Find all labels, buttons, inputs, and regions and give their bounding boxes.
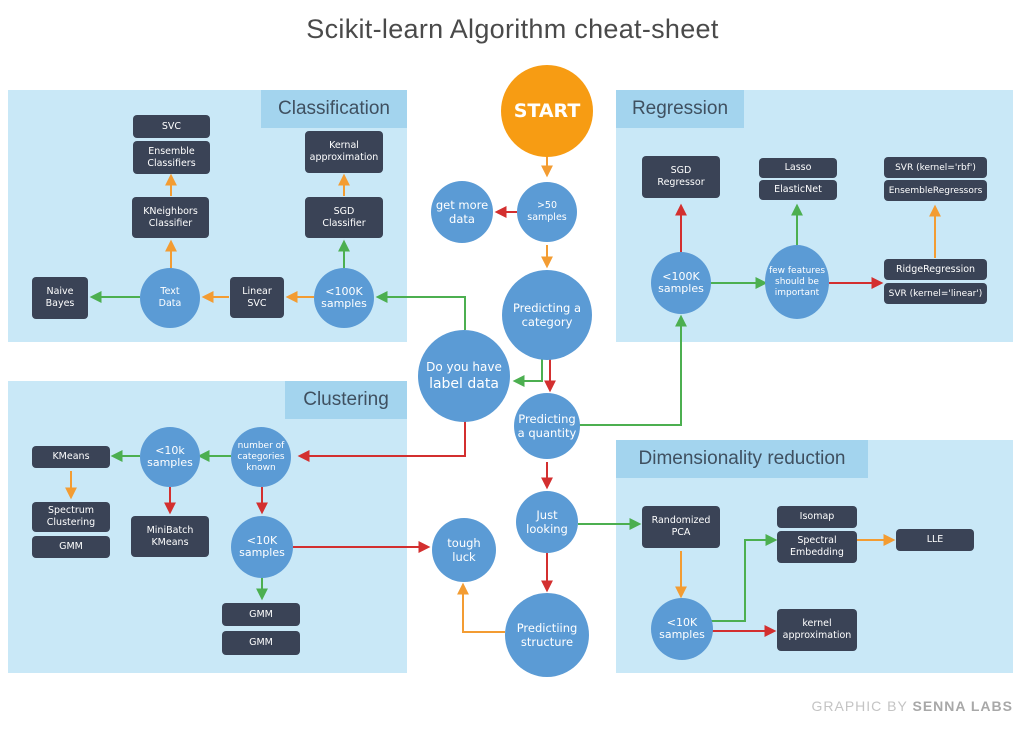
get-more-data-node: get more data <box>431 181 493 243</box>
sgd-classifier-box: SGD Classifier <box>305 197 383 238</box>
samples-50-node: >50 samples <box>517 182 577 242</box>
clustering-panel-title: Clustering <box>285 381 407 419</box>
reg-100k-node: <100K samples <box>651 252 711 314</box>
kernel-approx-cls-box: Kernal approximation <box>305 131 383 173</box>
credit-brand: SENNA LABS <box>912 698 1013 714</box>
credit-line: GRAPHIC BY SENNA LABS <box>812 698 1014 714</box>
elasticnet-box: ElasticNet <box>759 180 837 200</box>
just-looking-node: Just looking <box>516 491 578 553</box>
minibatch-box: MiniBatch KMeans <box>131 516 209 557</box>
edge-quantity-reg <box>578 314 687 426</box>
few-features-node: few features should be important <box>765 245 829 319</box>
predicting-quantity-node: Predicting a quantity <box>514 393 580 459</box>
lasso-box: Lasso <box>759 158 837 178</box>
clu-10k-b-node: <10K samples <box>231 516 293 578</box>
label-data-text: label data <box>429 376 499 392</box>
spectral-embedding-box: Spectral Embedding <box>777 531 857 563</box>
edge-category-label <box>512 350 543 387</box>
kneighbors-box: KNeighbors Classifier <box>132 197 209 238</box>
svc-box: SVC <box>133 115 210 138</box>
num-categories-node: number of categories known <box>231 427 291 487</box>
label-data-question: Do you have <box>426 360 502 374</box>
ensemble-classifiers-box: Ensemble Classifiers <box>133 141 210 174</box>
ridge-regression-box: RidgeRegression <box>884 259 987 280</box>
svr-rbf-box: SVR (kernel='rbf') <box>884 157 987 178</box>
label-data-node: Do you have label data <box>418 330 510 422</box>
classification-panel-title: Classification <box>261 90 407 128</box>
dimensionality-panel-title: Dimensionality reduction <box>616 440 868 478</box>
text-data-node: Text Data <box>140 268 200 328</box>
credit-prefix: GRAPHIC BY <box>811 698 913 714</box>
randomized-pca-box: Randomized PCA <box>642 506 720 548</box>
start-node: START <box>501 65 593 157</box>
dim-10k-node: <10K samples <box>651 598 713 660</box>
clu-10k-a-node: <10k samples <box>140 427 200 487</box>
gmm-a-box: GMM <box>32 536 110 558</box>
spectrum-clustering-box: Spectrum Clustering <box>32 502 110 532</box>
isomap-box: Isomap <box>777 506 857 528</box>
sgd-regressor-box: SGD Regressor <box>642 156 720 198</box>
edge-label-clu <box>297 420 466 462</box>
gmm-b-box: GMM <box>222 603 300 626</box>
cls-100k-node: <100K samples <box>314 268 374 328</box>
kernel-approx-dim-box: kernel approximation <box>777 609 857 651</box>
edge-label-cls <box>375 291 466 330</box>
tough-luck-node: tough luck <box>432 518 496 582</box>
gmm-c-box: GMM <box>222 631 300 655</box>
page-title: Scikit-learn Algorithm cheat-sheet <box>306 14 719 44</box>
predicting-structure-node: Predictiing structure <box>505 593 589 677</box>
edge-dim10k-isomap <box>711 534 778 622</box>
regression-panel-title: Regression <box>616 90 744 128</box>
predicting-category-node: Predicting a category <box>502 270 592 360</box>
naive-bayes-box: Naive Bayes <box>32 277 88 319</box>
svr-linear-box: SVR (kernel='linear') <box>884 283 987 304</box>
lle-box: LLE <box>896 529 974 551</box>
linear-svc-box: Linear SVC <box>230 277 284 318</box>
edge-structure-tough <box>457 582 505 633</box>
ensemble-regressors-box: EnsembleRegressors <box>884 180 987 201</box>
kmeans-box: KMeans <box>32 446 110 468</box>
